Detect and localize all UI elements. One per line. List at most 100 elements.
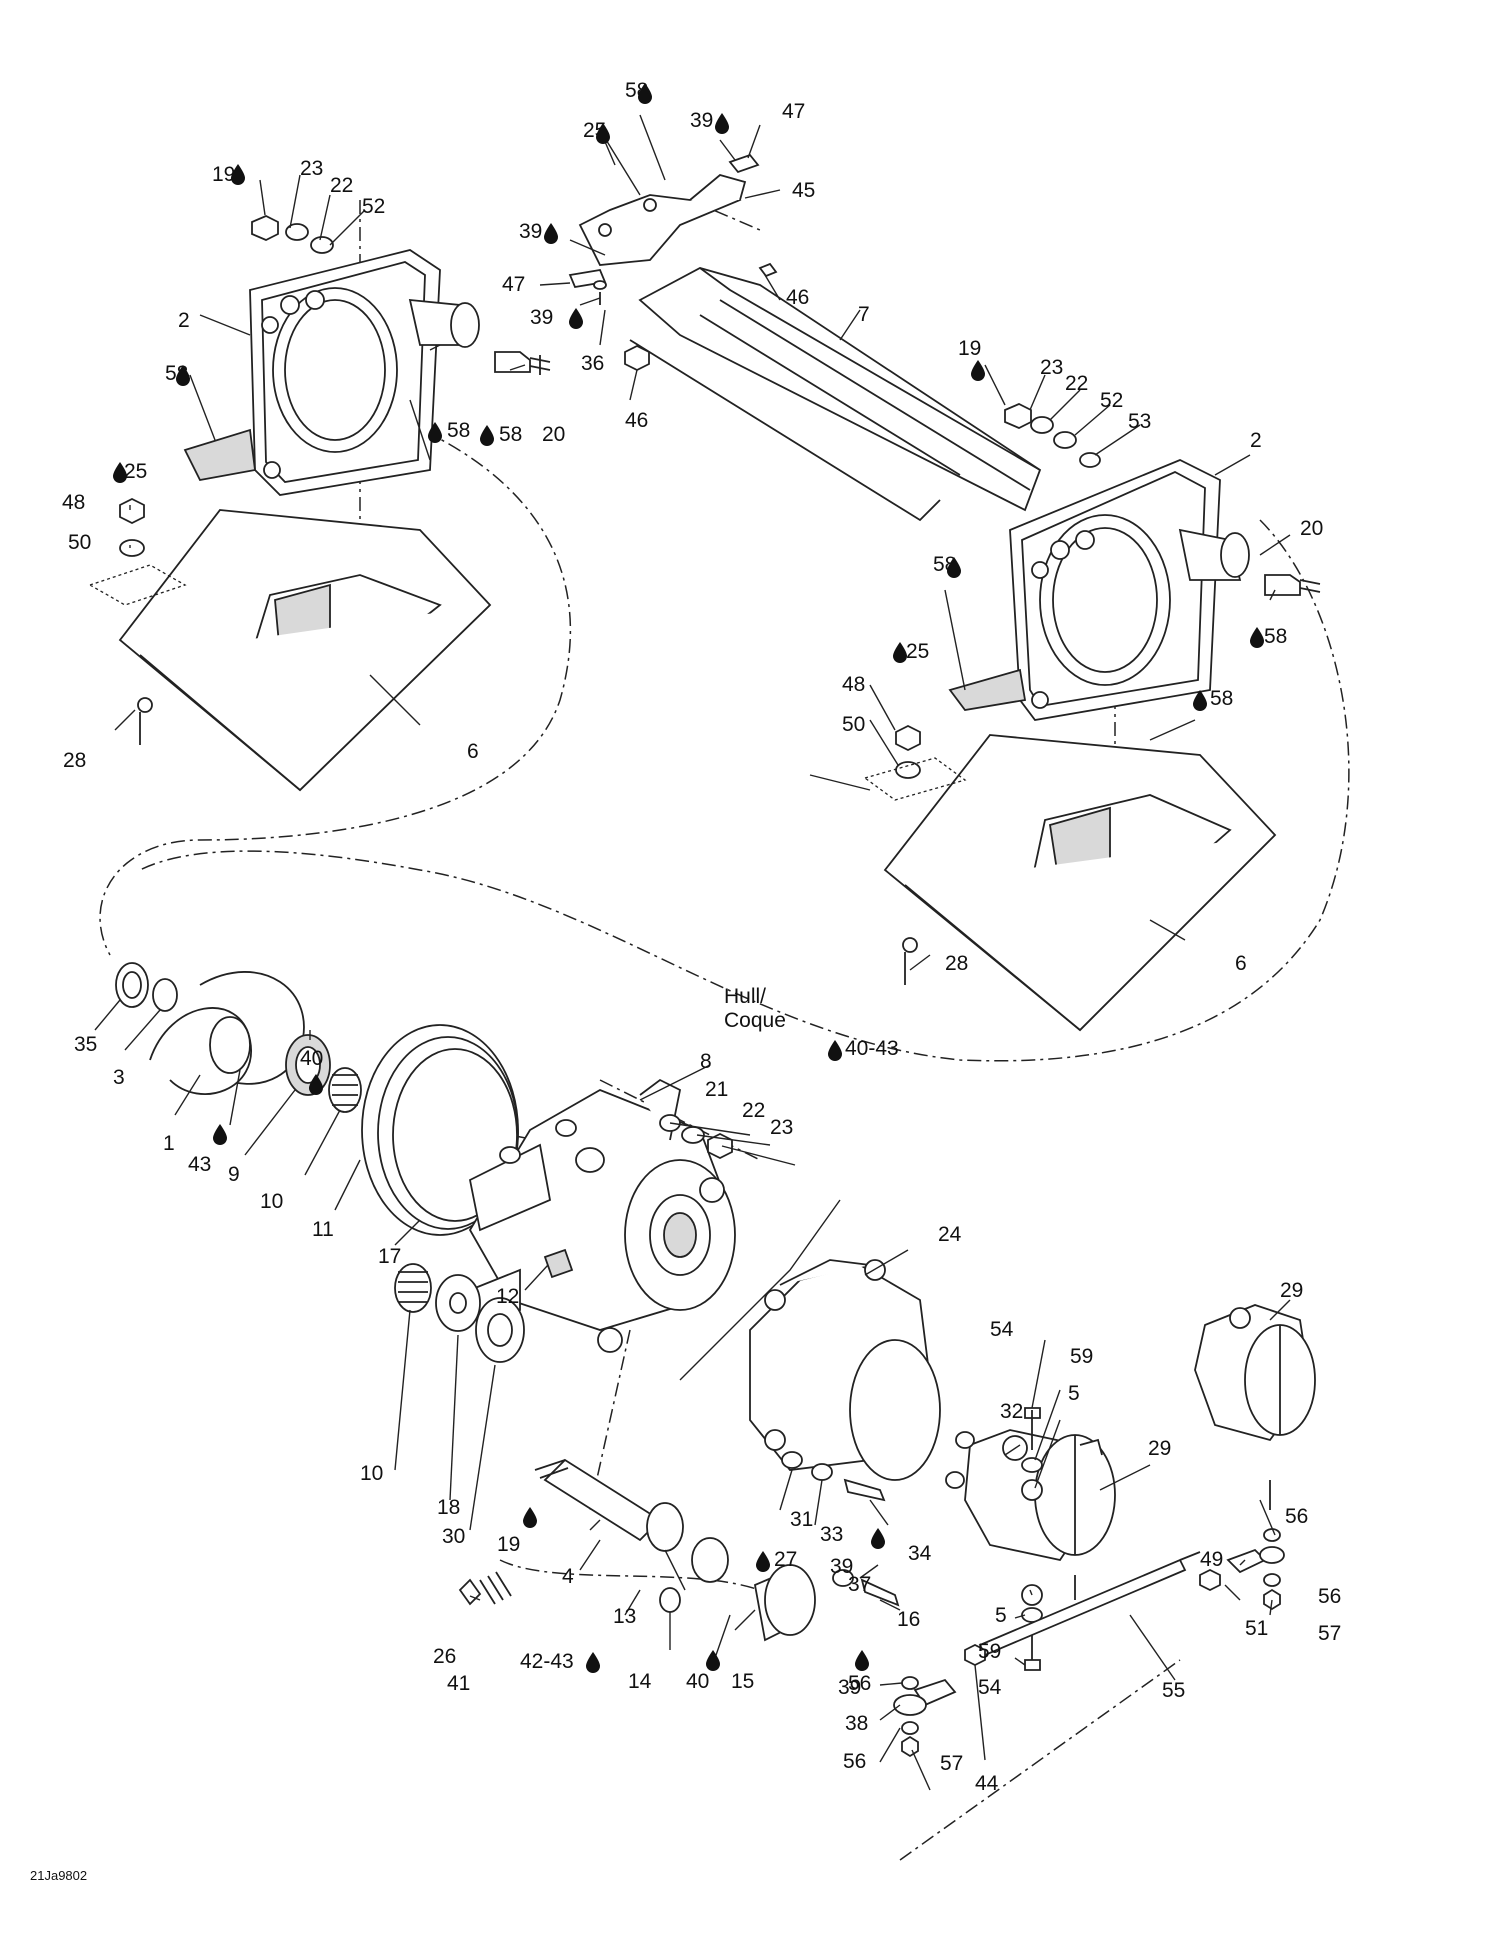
callout-50: 50: [842, 713, 865, 736]
callout-43: 43: [188, 1153, 211, 1176]
callout-54: 54: [978, 1676, 1002, 1699]
callout-45: 45: [792, 179, 815, 202]
callout-33: 33: [820, 1523, 843, 1546]
callout-40-43: 40-43: [845, 1037, 899, 1060]
callout-54: 54: [990, 1318, 1014, 1341]
ride-plate-right: [863, 734, 1277, 1032]
callout-1: 1: [163, 1132, 175, 1155]
callout-hull-line2: Coque: [724, 1009, 786, 1032]
callout-18: 18: [437, 1496, 460, 1519]
callout-23: 23: [300, 157, 323, 180]
callout-13: 13: [613, 1605, 636, 1628]
callout-56: 56: [848, 1672, 871, 1695]
callout-56: 56: [843, 1750, 866, 1773]
drop-icon: [638, 83, 652, 104]
callout-17: 17: [378, 1245, 401, 1268]
support-arm: [624, 267, 1042, 522]
drop-icon: [176, 365, 190, 386]
venturi-hardware: [781, 1451, 886, 1502]
callout-24: 24: [938, 1223, 962, 1246]
leader-lines: [94, 114, 1291, 1791]
callout-34: 34: [908, 1542, 932, 1565]
callout-59: 59: [978, 1640, 1001, 1663]
drawing-code: 21Ja9802: [30, 1868, 87, 1883]
steering-bracket: [568, 153, 778, 305]
drop-icon: [971, 360, 985, 381]
callout-25: 25: [906, 640, 929, 663]
drop-icon: [1193, 690, 1207, 711]
callout-5: 5: [995, 1604, 1007, 1627]
callout-51: 51: [1245, 1617, 1268, 1640]
steering-rod: [893, 1528, 1285, 1758]
callout-48: 48: [842, 673, 865, 696]
callout-15: 15: [731, 1670, 754, 1693]
callout-50: 50: [68, 531, 91, 554]
drop-icon: [715, 113, 729, 134]
callout-38: 38: [845, 1712, 868, 1735]
callout-39: 39: [838, 1676, 861, 1699]
callout-47: 47: [782, 100, 805, 123]
drop-icon: [480, 425, 494, 446]
callout-39: 39: [530, 306, 553, 329]
ride-plate-cage-right: [948, 459, 1321, 721]
callout-6: 6: [1235, 952, 1247, 975]
callout-22: 22: [330, 174, 353, 197]
callout-25: 25: [124, 460, 147, 483]
callout-39: 39: [690, 109, 713, 132]
drop-icon: [596, 123, 610, 144]
callout-28: 28: [63, 749, 86, 772]
callout-40: 40: [300, 1047, 323, 1070]
callout-52: 52: [362, 195, 385, 218]
callout-23: 23: [770, 1116, 793, 1139]
callout-58: 58: [447, 419, 470, 442]
callout-7: 7: [858, 303, 870, 326]
callout-10: 10: [360, 1462, 383, 1485]
drop-icons: [113, 83, 1264, 1673]
callout-47: 47: [502, 273, 525, 296]
callout-12: 12: [496, 1285, 519, 1308]
callout-40: 40: [686, 1670, 709, 1693]
callout-59: 59: [1070, 1345, 1093, 1368]
nozzle-hardware: [945, 1407, 1076, 1671]
callout-30: 30: [442, 1525, 465, 1548]
callout-53: 53: [1128, 410, 1151, 433]
drop-icon: [828, 1040, 842, 1061]
callout-55: 55: [1162, 1679, 1185, 1702]
drop-icon: [113, 462, 127, 483]
venturi: [749, 1259, 941, 1481]
shaft-group: [394, 1263, 816, 1642]
drop-icon: [231, 164, 245, 185]
callout-8: 8: [700, 1050, 712, 1073]
callout-2: 2: [1250, 429, 1262, 452]
callout-31: 31: [790, 1508, 813, 1531]
drop-icon: [544, 223, 558, 244]
callout-39: 39: [519, 220, 542, 243]
callout-32: 32: [1000, 1400, 1023, 1423]
impeller-group: [115, 962, 362, 1113]
callout-hull-line1: Hull/: [724, 985, 766, 1008]
callout-19: 19: [212, 163, 235, 186]
callout-58: 58: [1264, 625, 1287, 648]
callout-6: 6: [467, 740, 479, 763]
callout-22: 22: [1065, 372, 1088, 395]
callout-20: 20: [542, 423, 565, 446]
callout-28: 28: [945, 952, 968, 975]
callout-21: 21: [705, 1078, 728, 1101]
callout-58: 58: [1210, 687, 1233, 710]
drop-icon: [706, 1650, 720, 1671]
callout-11: 11: [312, 1218, 334, 1241]
callout-56: 56: [1318, 1585, 1341, 1608]
callout-9: 9: [228, 1163, 240, 1186]
drop-icon: [213, 1124, 227, 1145]
callout-labels: 2 2 19 19 19 23 23 23 22 22 22 52 52 53 …: [30, 79, 1341, 1883]
callout-57: 57: [940, 1752, 963, 1775]
callout-39: 39: [830, 1555, 853, 1578]
callout-19: 19: [958, 337, 981, 360]
callout-16: 16: [897, 1608, 920, 1631]
callout-20: 20: [1300, 517, 1323, 540]
callout-2: 2: [178, 309, 190, 332]
callout-3: 3: [113, 1066, 125, 1089]
hardware-top-right: [895, 403, 1101, 779]
steering-nozzle-right: [1194, 1304, 1316, 1510]
